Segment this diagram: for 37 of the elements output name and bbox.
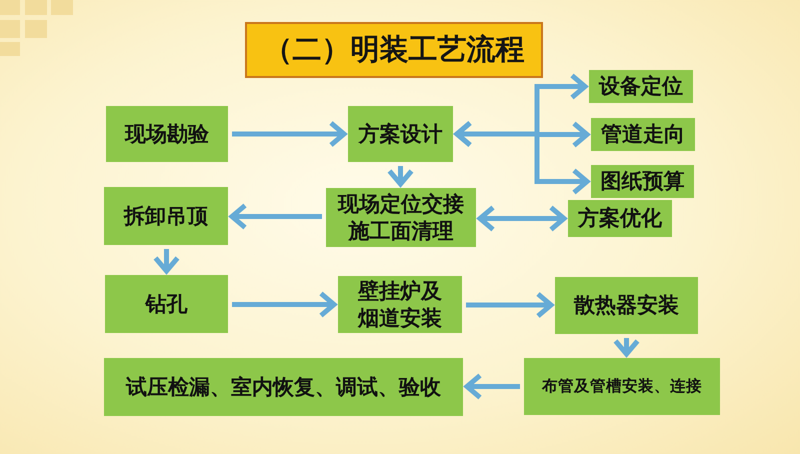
step-label: 管道走向 [601, 121, 685, 148]
process-box [104, 358, 463, 416]
process-box [589, 70, 693, 103]
step-label: 钻孔 [146, 290, 188, 318]
arrow [387, 166, 414, 186]
arrow [464, 373, 520, 400]
arrow [232, 120, 346, 148]
process-box [104, 187, 228, 245]
arrow [454, 120, 590, 195]
process-box [591, 165, 694, 198]
step-label: 方案设计 [358, 120, 442, 148]
arrow [232, 291, 336, 318]
arrow [478, 205, 566, 232]
step-label: 现场定位交接施工面清理 [336, 191, 465, 244]
step-label: 散热器安装 [574, 292, 679, 319]
step-label: 壁挂炉及烟道安装 [356, 278, 443, 331]
step-label: 方案优化 [578, 205, 662, 232]
step-label: 现场勘验 [125, 120, 209, 148]
step-label: 拆卸吊顶 [124, 202, 208, 230]
arrow [230, 203, 322, 230]
process-box [524, 358, 720, 415]
step-label: 图纸预算 [600, 168, 684, 195]
process-box [568, 200, 672, 237]
arrow [153, 249, 180, 274]
step-label: 设备定位 [599, 73, 683, 100]
process-box [338, 276, 462, 333]
process-box [591, 118, 695, 151]
process-box [555, 277, 698, 334]
step-label: 布管及管槽安装、连接 [542, 376, 702, 396]
process-box [348, 106, 453, 162]
step-label: 试压检漏、室内恢复、调试、验收 [126, 374, 441, 400]
arrow [613, 338, 640, 356]
process-box [106, 106, 228, 162]
title-text: （二）明装工艺流程 [264, 31, 524, 68]
arrow [466, 292, 554, 318]
process-box [105, 275, 228, 333]
process-box [326, 188, 476, 247]
